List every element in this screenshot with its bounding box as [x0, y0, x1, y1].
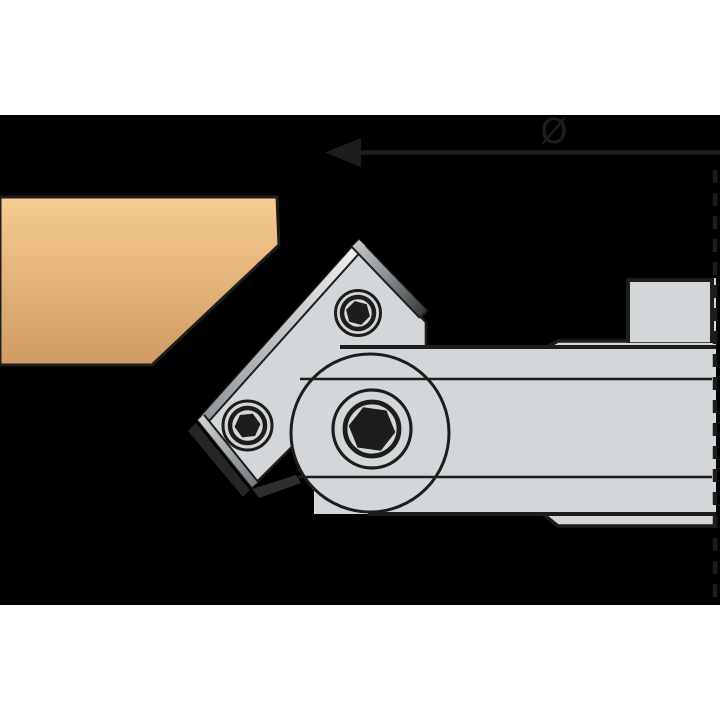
diameter-symbol-label: Ø	[540, 112, 568, 152]
knife-insert-inner-line	[351, 246, 421, 319]
diameter-dimension: Ø	[325, 112, 720, 167]
cutter-body	[289, 278, 716, 528]
plate-bevel-lower-left	[198, 415, 259, 487]
plate-bevel-upper-left-inner-line	[203, 245, 367, 427]
hex-socket-icon	[234, 413, 261, 438]
hex-socket-icon	[346, 301, 370, 325]
collar-bottom-edge	[541, 512, 716, 528]
plate-bevel-lower-left-inner-line	[203, 414, 259, 483]
knife-tip-notch	[419, 310, 428, 323]
diameter-arrow-head-icon	[325, 138, 361, 167]
workpiece-wood	[0, 195, 281, 367]
hex-screw-lower	[221, 399, 274, 452]
top-right-block-outline	[626, 278, 714, 343]
plate-corner-shadow	[252, 475, 301, 498]
knife-carrier-plate	[188, 238, 429, 498]
plate-bevel-upper-left	[198, 240, 366, 426]
plate-edge-shadow	[188, 423, 250, 497]
wood-board-shape	[0, 195, 281, 367]
hex-socket-icon	[348, 407, 396, 451]
hex-screw-pivot	[331, 388, 413, 470]
hex-screw-upper	[334, 289, 382, 337]
top-right-block-shape	[628, 278, 716, 342]
knife-insert-edge	[351, 240, 427, 318]
